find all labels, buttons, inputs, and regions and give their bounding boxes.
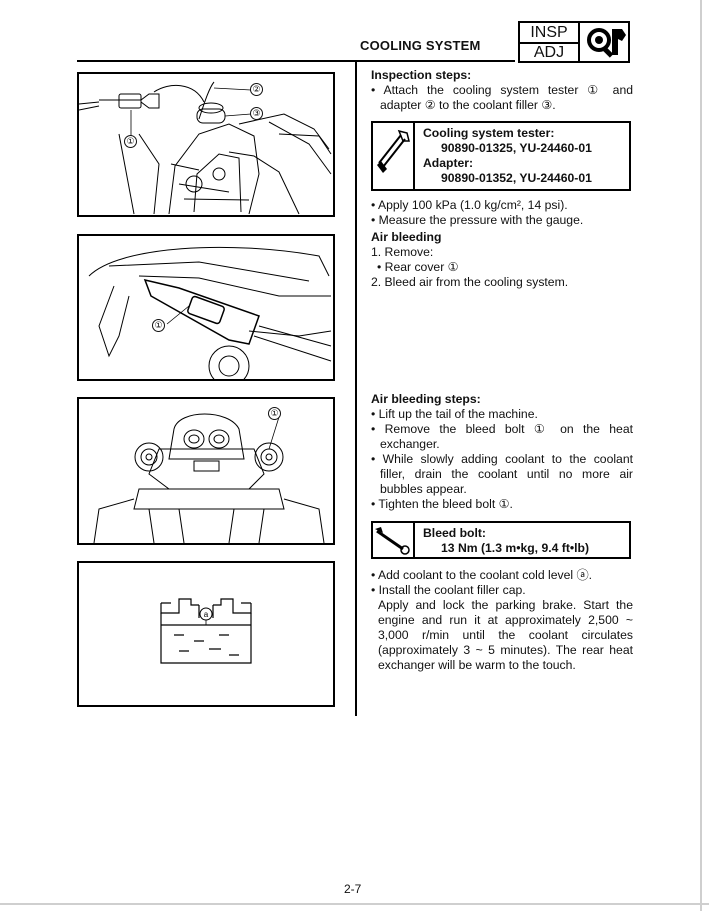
air-bleeding-step-3: • While slowly adding coolant to the coo… [371,452,633,496]
torque-value: 13 Nm (1.3 m•kg, 9.4 ft•lb) [441,541,590,555]
special-tool-icon [377,129,410,173]
page-title: COOLING SYSTEM [360,38,481,53]
figure-bleed-bolt [77,397,335,545]
figure-tester-attached [77,72,335,217]
page-edge-bottom [0,903,709,905]
inspection-steps: Inspection steps: • Attach the cooling s… [371,68,633,113]
fig1-callout-3: ③ [250,106,266,121]
engine-run-instructions: Apply and lock the parking brake. Start … [378,598,633,672]
tool-value-tester: 90890-01325, YU-24460-01 [441,141,592,155]
air-bleeding-item-2: 2. Bleed air from the cooling system. [371,275,569,289]
inspection-heading: Inspection steps: [371,68,472,82]
page-edge-right [700,0,702,911]
coolant-step-2: • Install the coolant filler cap. [371,583,526,597]
tool-value-adapter: 90890-01352, YU-24460-01 [441,171,592,185]
tool-spec-box: Cooling system tester: 90890-01325, YU-2… [371,121,631,191]
air-bleeding-step-1: • Lift up the tail of the machine. [371,407,538,421]
page-number: 2-7 [344,882,362,896]
coolant-step-1: • Add coolant to the coolant cold level … [371,568,593,582]
fig2-callout-1: ① [152,318,168,333]
tool-label-adapter: Adapter: [423,156,474,170]
column-divider [355,61,357,716]
tag-line-1: INSP [520,23,578,44]
torque-spec-box: Bleed bolt: 13 Nm (1.3 m•kg, 9.4 ft•lb) [371,521,631,559]
fig3-callout-1: ① [268,406,284,421]
air-bleeding-steps-heading: Air bleeding steps: [371,392,481,406]
air-bleeding-subitem: • Rear cover ① [377,260,459,274]
figure-rear-cover [77,234,335,381]
air-bleeding-heading: Air bleeding [371,230,442,244]
fig1-callout-2: ② [250,82,266,97]
pressure-steps: • Apply 100 kPa (1.0 kg/cm², 14 psi). • … [371,198,633,290]
pressure-bullet-2: • Measure the pressure with the gauge. [371,213,584,227]
tool-label-tester: Cooling system tester: [423,126,555,140]
air-bleeding-item-1: 1. Remove: [371,245,434,259]
section-tag: INSP ADJ [518,21,630,63]
air-bleeding-step-2: • Remove the bleed bolt ① on the heat ex… [371,422,633,451]
torque-wrench-icon [375,527,410,555]
pressure-bullet-1: • Apply 100 kPa (1.0 kg/cm², 14 psi). [371,198,568,212]
figure-coolant-level: a [77,561,335,707]
svg-text:a: a [204,610,209,619]
header-rule [77,60,515,62]
tag-line-2: ADJ [533,44,565,61]
inspection-step-1: • Attach the cooling system tester ① and… [371,83,633,112]
fig1-callout-1: ① [124,134,140,149]
coolant-fill-steps: • Add coolant to the coolant cold level … [371,568,633,673]
air-bleeding-step-4: • Tighten the bleed bolt ①. [371,497,513,511]
wrench-magnifier-icon [587,28,626,58]
torque-label: Bleed bolt: [423,526,486,540]
air-bleeding-steps: Air bleeding steps: • Lift up the tail o… [371,392,633,512]
